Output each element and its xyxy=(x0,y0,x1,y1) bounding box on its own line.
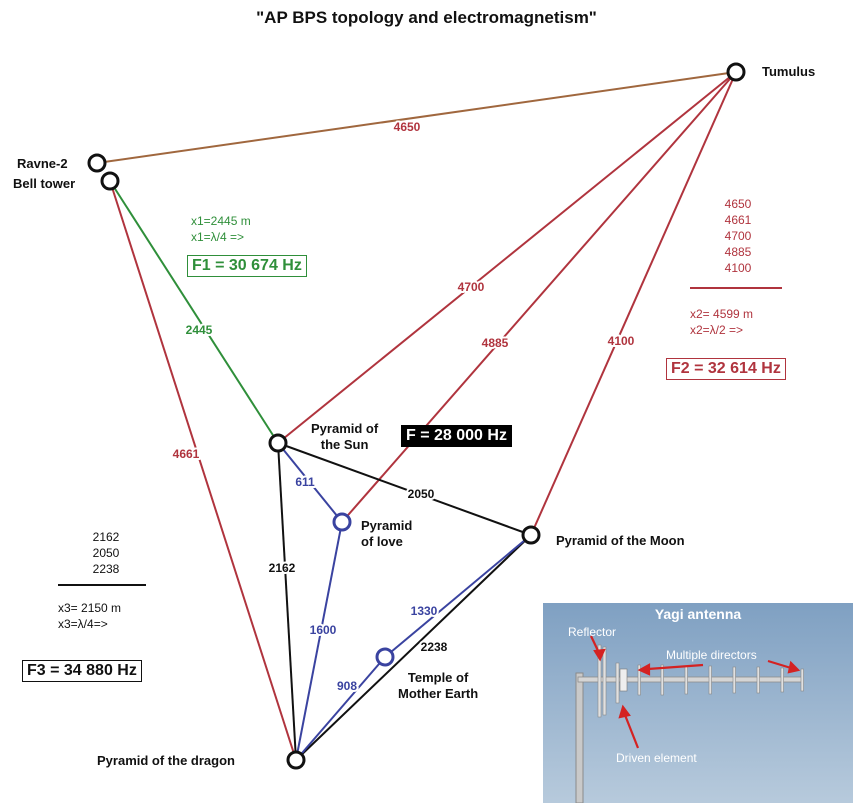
label-sun-line2: the Sun xyxy=(320,437,369,452)
yagi-title: Yagi antenna xyxy=(654,606,742,622)
yagi-antenna-illustration xyxy=(543,603,853,803)
calc3-block: x3= 2150 m x3=λ/4=> xyxy=(58,600,121,632)
edge-label-908: 908 xyxy=(337,679,357,693)
edge-label-2238: 2238 xyxy=(421,640,448,654)
node-temple xyxy=(375,647,395,667)
node-ravne xyxy=(87,153,107,173)
main-frequency-box: F = 28 000 Hz xyxy=(401,425,512,447)
diagram-title: "AP BPS topology and electromagnetism" xyxy=(256,8,597,27)
edge-temple-dragon xyxy=(295,656,386,761)
edge-label-1330: 1330 xyxy=(411,604,438,618)
label-tumulus: Tumulus xyxy=(762,64,816,79)
calc2-value: 4650 xyxy=(724,197,752,211)
edge-label-4700: 4700 xyxy=(458,280,485,294)
calc1-line2: x1=λ/4 => xyxy=(191,230,245,244)
f1-box: F1 = 30 674 Hz xyxy=(187,255,307,277)
label-moon: Pyramid of the Moon xyxy=(556,533,685,548)
edge-sun-love xyxy=(277,442,343,523)
node-bell-tower xyxy=(100,171,120,191)
node-moon xyxy=(521,525,541,545)
calc2-mean: x2= 4599 m xyxy=(690,307,754,321)
label-dragon: Pyramid of the dragon xyxy=(97,753,235,768)
label-love-line2: of love xyxy=(361,534,403,549)
yagi-antenna-photo: Yagi antenna Reflector Multiple director… xyxy=(543,603,853,803)
edge-label-4885: 4885 xyxy=(482,336,509,350)
calc2-value: 4661 xyxy=(724,213,752,227)
edge-label-1600: 1600 xyxy=(310,623,337,637)
calc2-block: x2= 4599 m x2=λ/2 => xyxy=(690,306,753,338)
calc3-mean: x3= 2150 m xyxy=(58,601,122,615)
node-tumulus xyxy=(726,62,746,82)
label-sun-line1: Pyramid of xyxy=(311,421,379,436)
edge-label-2162: 2162 xyxy=(269,561,296,575)
edge-moon-dragon xyxy=(295,534,532,761)
edge-sun-dragon xyxy=(277,442,297,761)
node-dragon xyxy=(286,750,306,770)
label-bell-tower: Bell tower xyxy=(13,176,76,191)
label-temple: Temple of Mother Earth xyxy=(398,670,478,702)
calc1-line1: x1=2445 m xyxy=(191,214,251,228)
calc3-value: 2238 xyxy=(92,562,120,576)
calc2-value: 4700 xyxy=(724,229,752,243)
calc2-value: 4885 xyxy=(724,245,752,259)
edge-moon-temple xyxy=(384,534,532,658)
node-love xyxy=(332,512,352,532)
edge-tumulus-love xyxy=(341,71,737,523)
calc3-value: 2050 xyxy=(92,546,120,560)
edge-label-2445: 2445 xyxy=(186,323,213,337)
calc3-values: 2162 2050 2238 xyxy=(86,529,126,577)
calc2-values: 4650 4661 4700 4885 4100 xyxy=(718,196,758,276)
edge-label-611: 611 xyxy=(295,475,315,489)
edge-bell-dragon xyxy=(109,180,297,761)
calc3-value: 2162 xyxy=(92,530,120,544)
calc2-value: 4100 xyxy=(724,261,752,275)
calc3-rel: x3=λ/4=> xyxy=(58,617,108,631)
edge-label-4650: 4650 xyxy=(394,120,421,134)
label-temple-line2: Mother Earth xyxy=(398,686,479,701)
yagi-reflector-label: Reflector xyxy=(568,625,617,639)
edge-tumulus-ravne xyxy=(96,71,737,164)
calc2-rel: x2=λ/2 => xyxy=(690,323,744,337)
calc1-block: x1=2445 m x1=λ/4 => xyxy=(191,213,251,245)
calc3-sum-line xyxy=(58,584,146,586)
label-love-line1: Pyramid xyxy=(361,518,413,533)
label-sun: Pyramid of the Sun xyxy=(311,421,378,453)
f2-box: F2 = 32 614 Hz xyxy=(666,358,786,380)
edge-love-dragon xyxy=(295,521,343,761)
label-temple-line1: Temple of xyxy=(407,670,469,685)
edge-tumulus-moon xyxy=(530,71,737,536)
edge-tumulus-sun xyxy=(277,71,737,444)
edge-bell-sun xyxy=(109,180,279,444)
edge-label-4661: 4661 xyxy=(173,447,200,461)
calc2-sum-line xyxy=(690,287,782,289)
label-ravne: Ravne-2 xyxy=(17,156,68,171)
label-love: Pyramid of love xyxy=(361,518,412,550)
edge-label-2050: 2050 xyxy=(408,487,435,501)
yagi-driven-label: Driven element xyxy=(616,751,697,765)
yagi-directors-label: Multiple directors xyxy=(666,648,757,662)
edge-label-4100: 4100 xyxy=(608,334,635,348)
f3-box: F3 = 34 880 Hz xyxy=(22,660,142,682)
node-sun xyxy=(268,433,288,453)
edge-sun-moon xyxy=(277,442,532,536)
